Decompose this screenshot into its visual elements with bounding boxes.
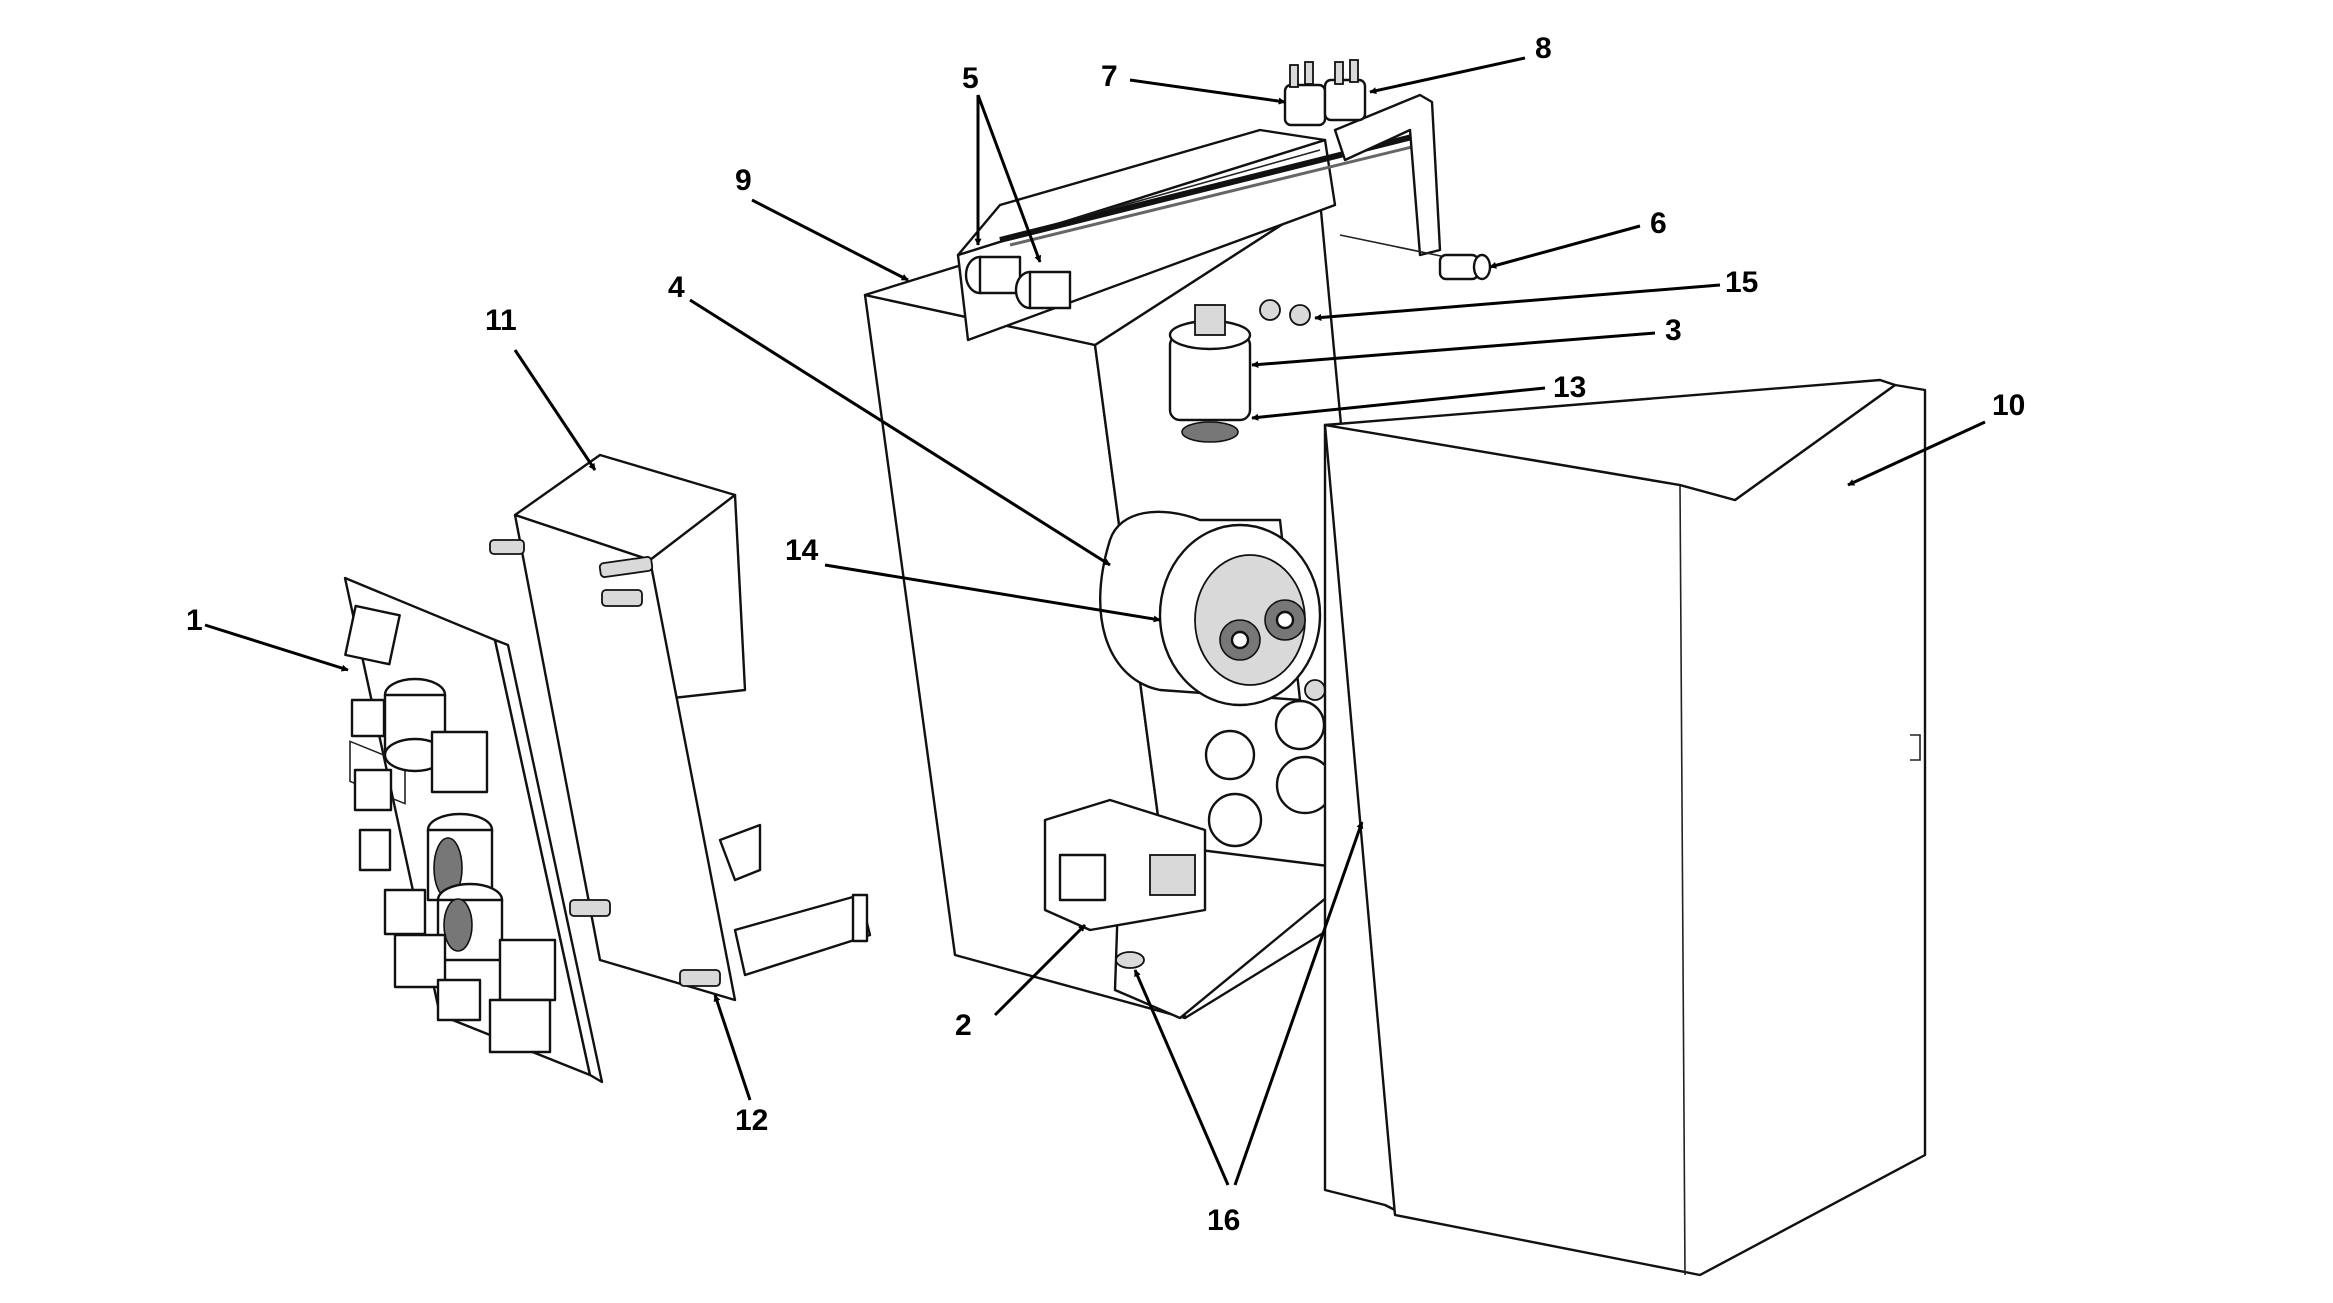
leader-10 [1847,420,1986,487]
callout-3: 3 [1665,314,1682,347]
control-board [343,576,604,1084]
main-housing [863,59,1492,1020]
leader-9 [751,198,909,282]
leader-14 [824,563,1161,623]
callout-11: 11 [485,304,517,337]
callout-14: 14 [785,534,819,567]
callout-12: 12 [735,1104,768,1137]
callout-6: 6 [1650,207,1667,240]
callout-13: 13 [1553,371,1586,404]
callout-8: 8 [1535,32,1552,65]
leader-15 [1314,283,1721,321]
terminal-connectors [1283,59,1367,127]
callout-7: 7 [1101,60,1118,93]
leader-6 [1489,224,1641,269]
probe-sensor [1438,253,1492,281]
leader-7 [1129,78,1286,105]
leader-12 [713,994,752,1101]
callout-4: 4 [668,271,685,304]
leader-lines [204,56,1986,1186]
leader-13 [1251,386,1546,421]
leader-2 [993,923,1087,1017]
leader-8 [1369,56,1526,95]
leader-4 [689,298,1111,567]
leader-16b [1233,821,1364,1186]
leader-16a [1133,969,1230,1186]
terminal-block [1043,798,1207,969]
relay-coil [1168,304,1252,443]
outer-cover [1323,378,1927,1277]
pushbutton-switches [964,255,1072,310]
leader-5b [976,94,1042,263]
callout-1: 1 [186,604,203,637]
callout-15: 15 [1725,266,1758,299]
callout-9: 9 [735,164,752,197]
callout-2: 2 [955,1009,972,1042]
callout-16: 16 [1207,1204,1240,1237]
callout-labels: 1 2 3 4 5 6 7 8 9 10 11 12 13 14 15 16 [186,32,2025,1237]
capacitor [1098,510,1322,707]
leader-3 [1251,331,1656,368]
leader-11 [513,349,597,471]
leader-1 [204,623,349,672]
callout-5: 5 [962,62,979,95]
callout-10: 10 [1992,389,2025,422]
board-mounting-bracket [489,453,872,1002]
